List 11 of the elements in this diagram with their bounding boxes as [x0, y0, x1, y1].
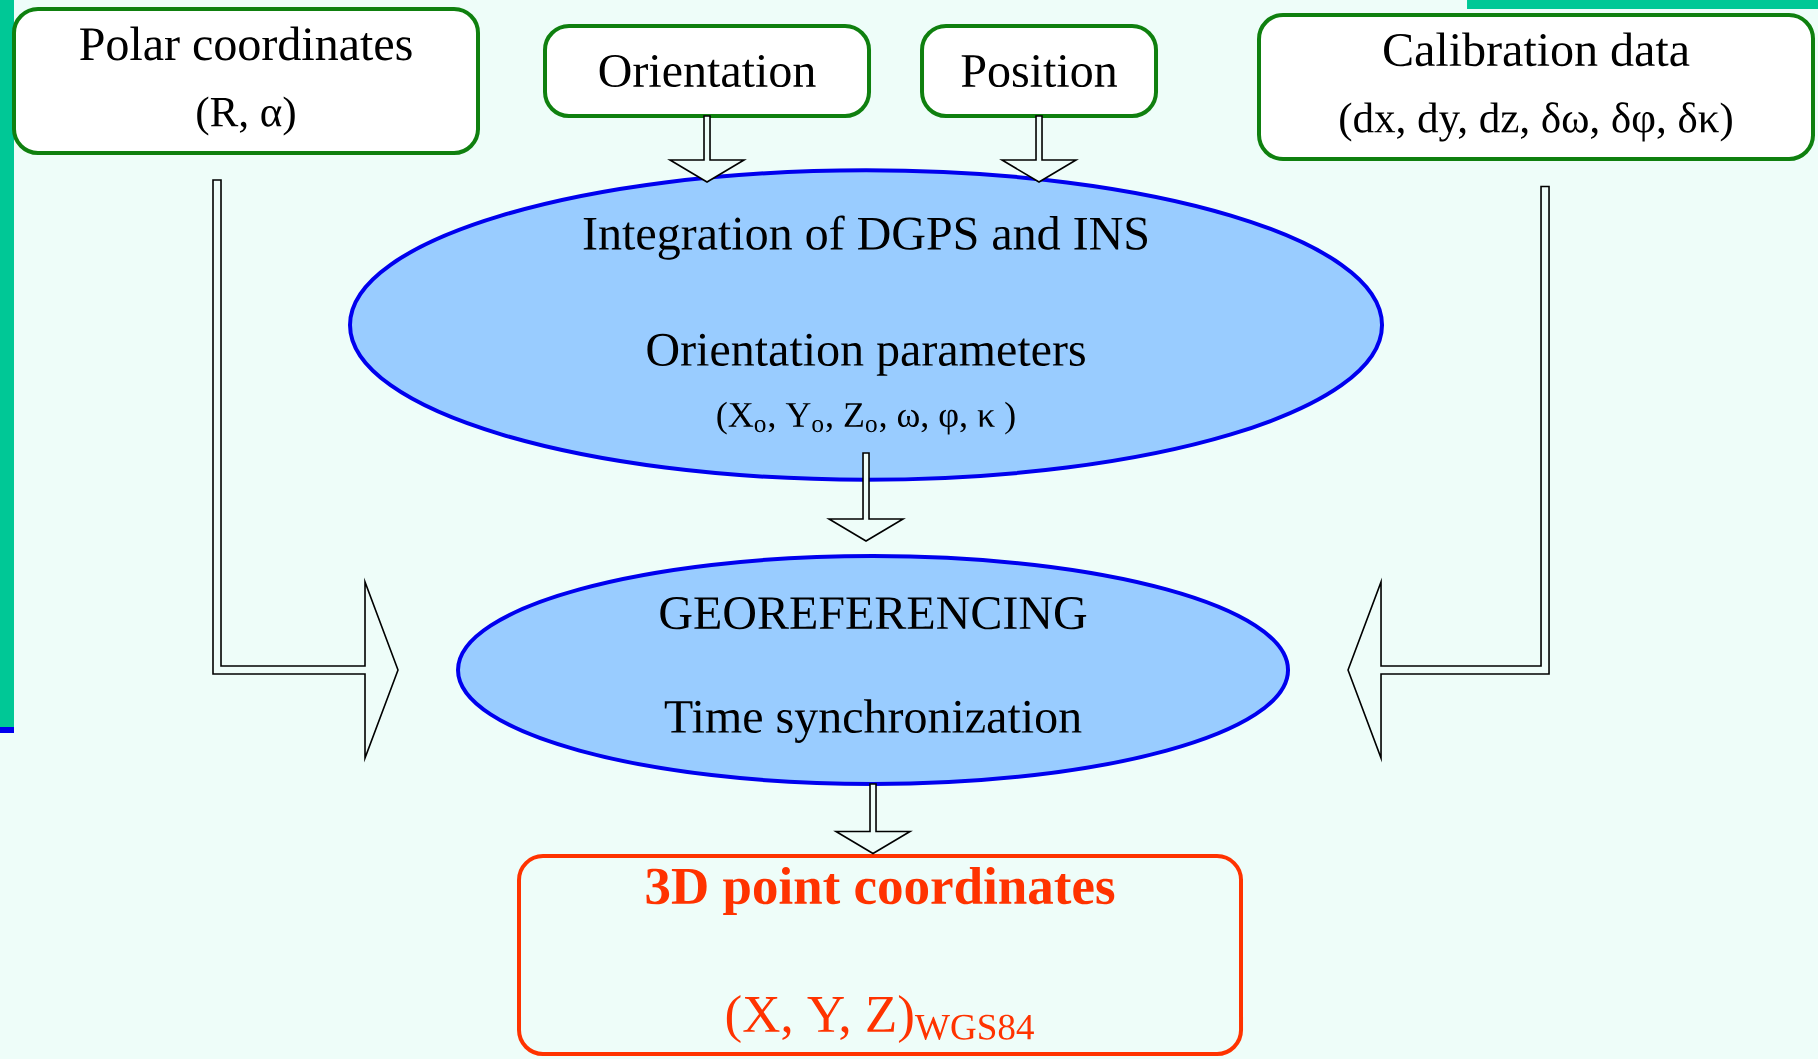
- block-arrow: [833, 783, 913, 855]
- process-box: Position: [920, 24, 1158, 118]
- process-box: Orientation: [543, 24, 871, 118]
- block-arrow: [826, 452, 906, 542]
- process-box: Polar coordinates (R, α): [12, 7, 480, 155]
- process-box: 3D point coordinates (X, Y, Z)$_{WGS84}$: [517, 854, 1243, 1056]
- block-arrow: [1347, 185, 1550, 763]
- block-arrow: [667, 115, 747, 183]
- block-arrow: [212, 179, 399, 763]
- process-box: Calibration data (dx, dy, dz, δω, δφ, δκ): [1257, 13, 1816, 161]
- block-arrow: [999, 115, 1079, 183]
